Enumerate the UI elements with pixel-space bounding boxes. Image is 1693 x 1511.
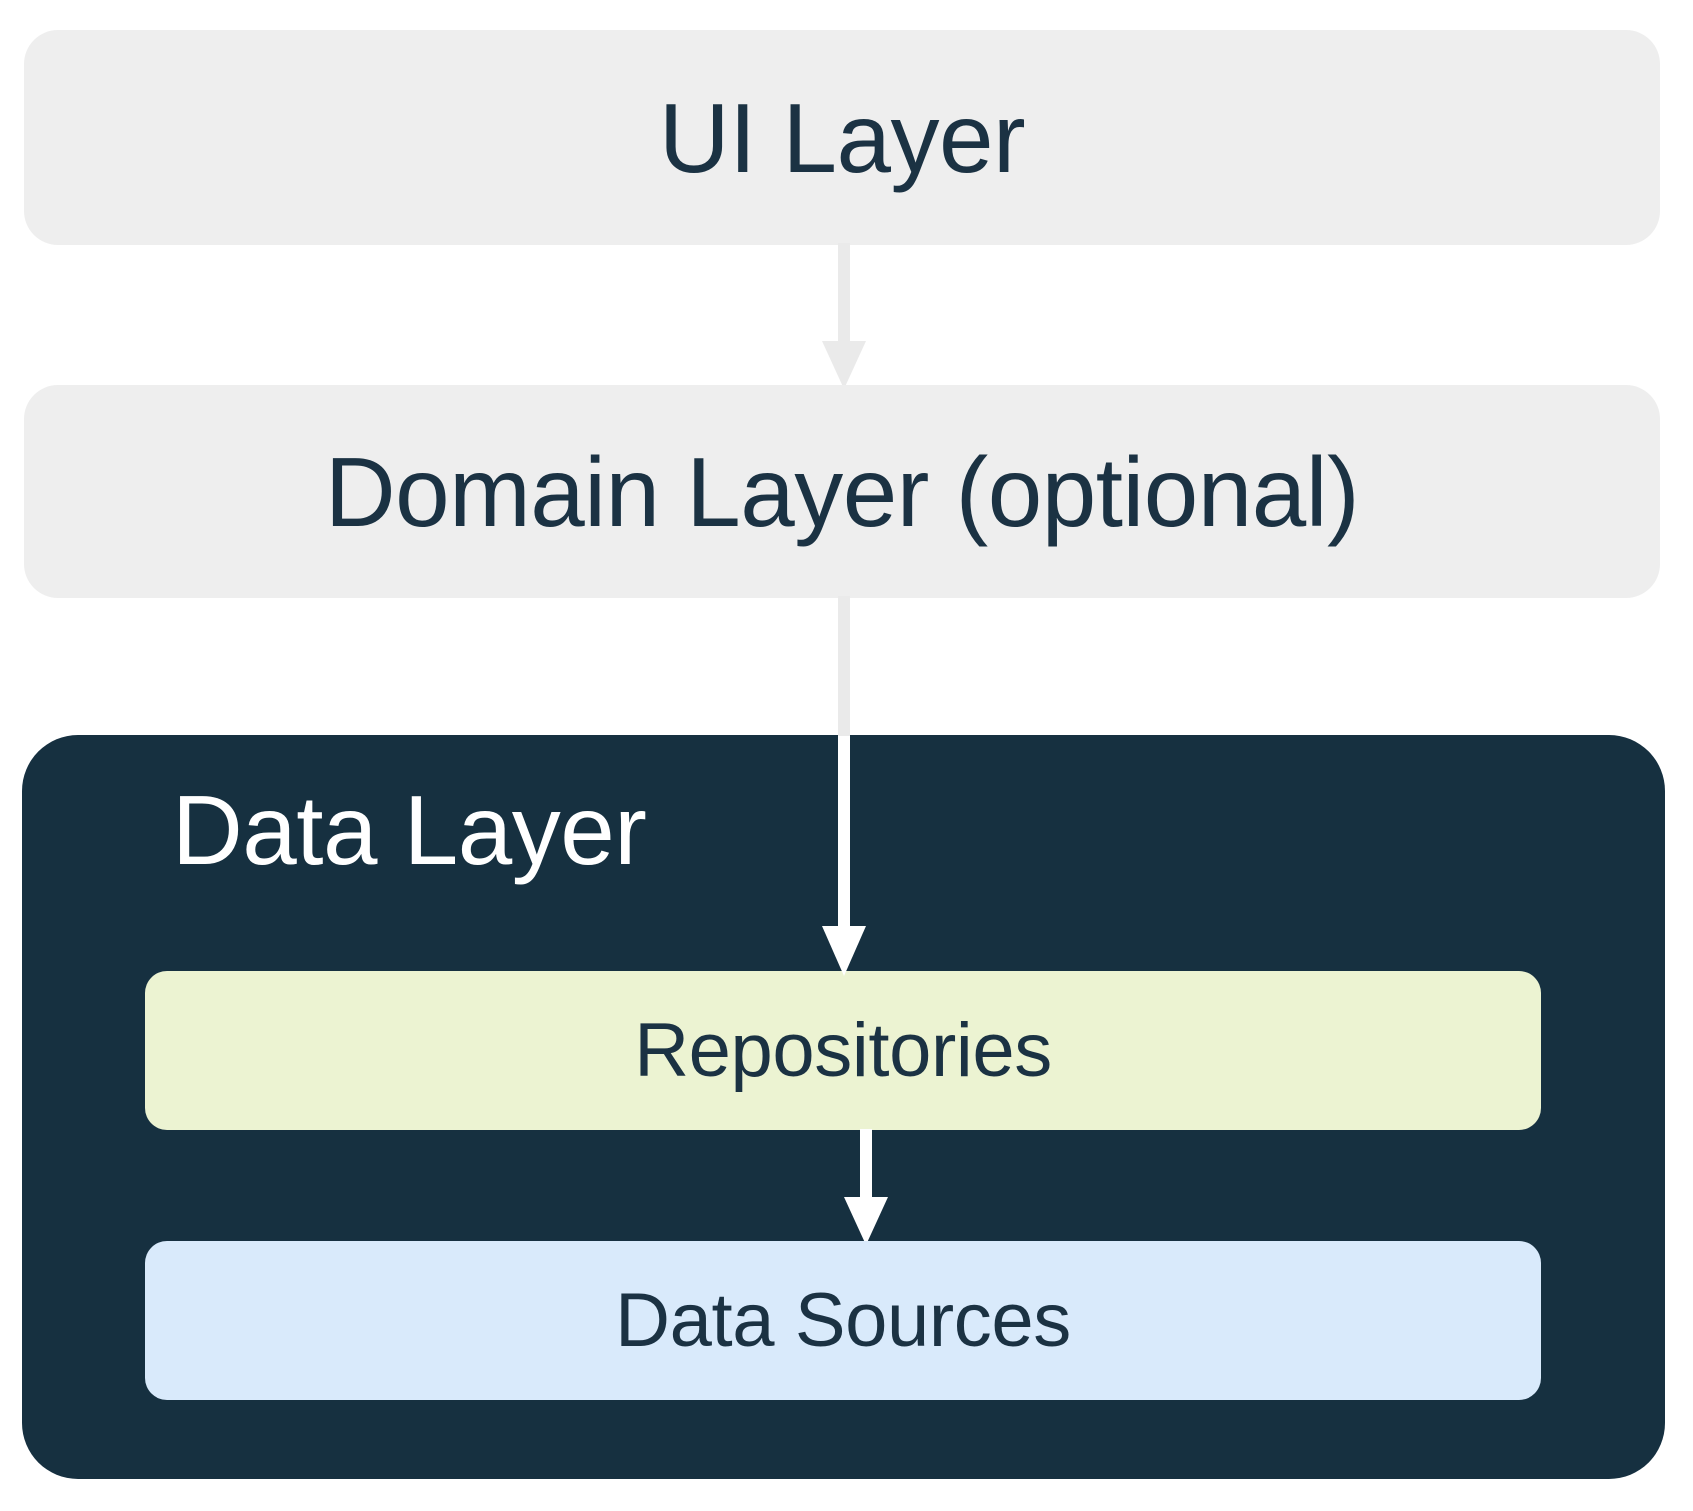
arrow-ui-to-domain-icon — [822, 243, 866, 389]
data-sources-box[interactable]: Data Sources — [145, 1241, 1541, 1400]
repositories-label: Repositories — [634, 1007, 1052, 1093]
data-layer-label: Data Layer — [172, 775, 647, 885]
repositories-box[interactable]: Repositories — [145, 971, 1541, 1130]
domain-layer-label: Domain Layer (optional) — [324, 436, 1360, 547]
arrow-repositories-to-data-sources-icon — [844, 1129, 888, 1245]
domain-layer-box[interactable]: Domain Layer (optional) — [24, 385, 1660, 598]
data-layer-box[interactable]: Data Layer Repositories Data Sources — [22, 735, 1665, 1479]
data-sources-label: Data Sources — [615, 1277, 1071, 1363]
ui-layer-label: UI Layer — [658, 82, 1026, 193]
ui-layer-box[interactable]: UI Layer — [24, 30, 1660, 245]
